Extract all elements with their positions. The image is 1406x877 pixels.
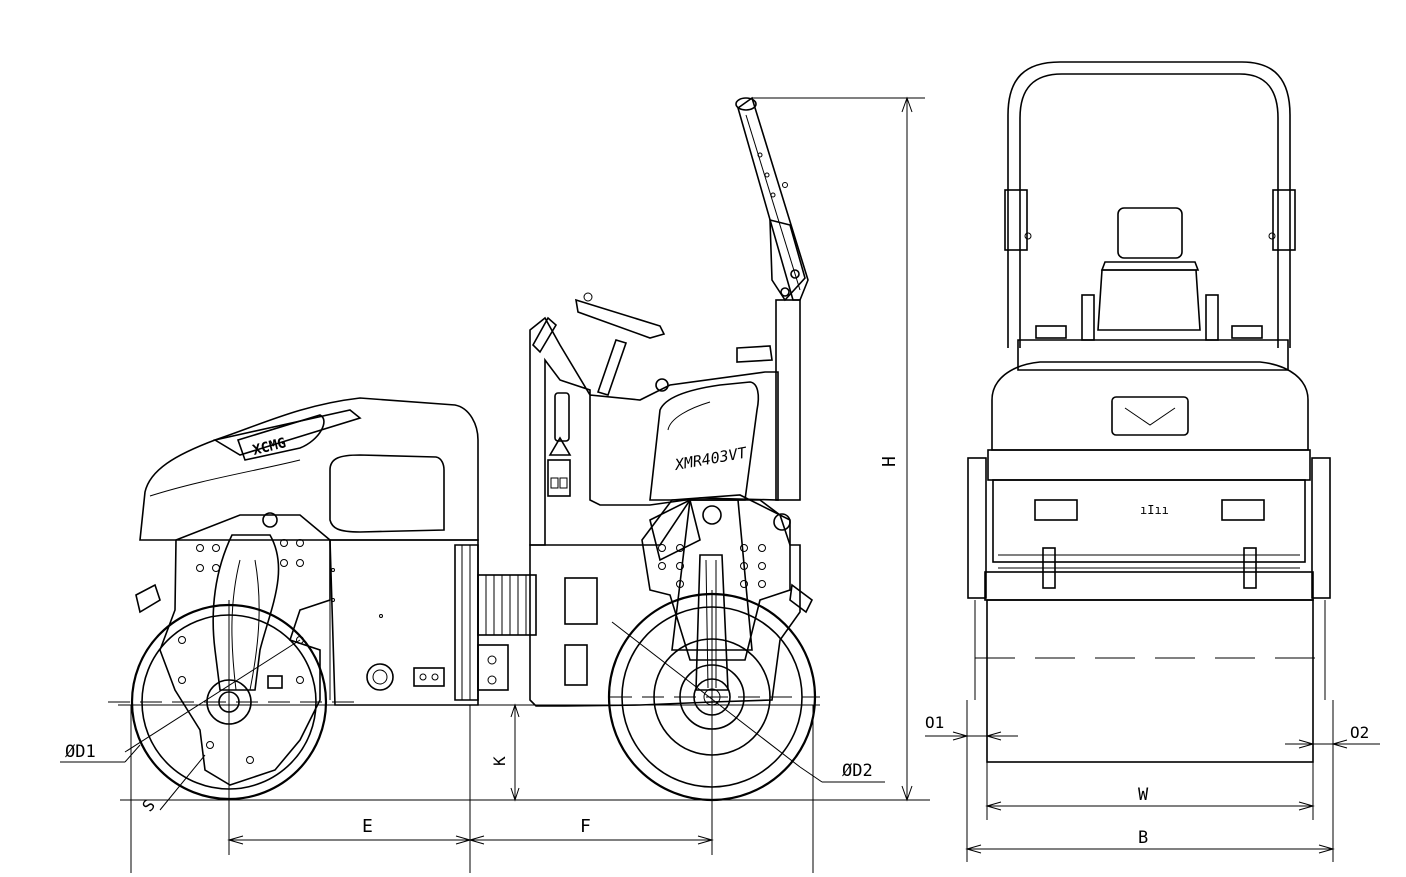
rear-drum <box>130 512 331 801</box>
front-drum-frame: ıIıı <box>967 457 1331 601</box>
operator-station: XMR403VT <box>529 292 779 546</box>
dim-h-label: H <box>879 456 900 467</box>
front-drum-cylinder <box>974 599 1326 763</box>
brand-badge: XCMG <box>251 435 288 459</box>
dim-b-label: B <box>1138 828 1148 848</box>
front-view-roller: ıIıı W B <box>925 61 1380 862</box>
dim-e-label: E <box>362 816 373 837</box>
model-label: XMR403VT <box>673 443 749 474</box>
dim-f-label: F <box>580 816 591 837</box>
dim-k-label: K <box>490 756 509 766</box>
articulation-joint <box>477 574 537 691</box>
front-frame-plate <box>641 494 791 661</box>
dim-o1-label: O1 <box>925 713 944 732</box>
rops-frame <box>1004 61 1296 348</box>
front-seat <box>1017 207 1289 371</box>
side-dimension-lines: H K E F ØD1 ØD2 <box>60 96 930 873</box>
front-dimension-lines: W B O1 O2 <box>925 700 1380 862</box>
side-view-roller: XMR403VT <box>60 96 930 873</box>
rops-bar <box>735 96 809 501</box>
dim-w-label: W <box>1138 785 1149 805</box>
brand-label: XCMG <box>251 435 288 459</box>
front-hood <box>987 361 1311 481</box>
dim-d2-label: ØD2 <box>842 761 873 781</box>
dim-s-label: S <box>138 796 159 816</box>
dim-d1-label: ØD1 <box>65 742 96 762</box>
engine-hood <box>139 397 479 706</box>
svg-text:ıIıı: ıIıı <box>1140 503 1169 517</box>
dim-o2-label: O2 <box>1350 723 1369 742</box>
